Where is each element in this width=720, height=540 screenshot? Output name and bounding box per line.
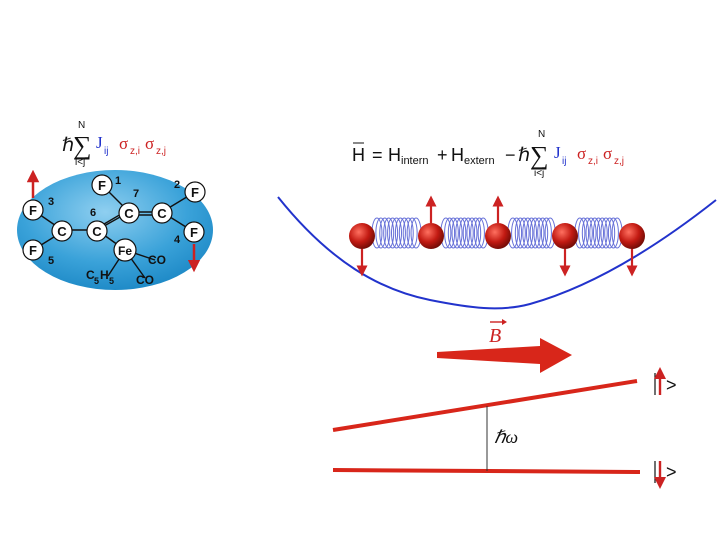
sigma-i-right: σ <box>577 144 586 163</box>
H-symbol: H <box>352 145 365 165</box>
site-number-3: 3 <box>48 196 54 208</box>
coupling-hamiltonian-left: ℏ ∑ N i<j J ij σ z,i σ z,j <box>62 120 166 168</box>
sum-upper-limit-right: N <box>538 129 545 140</box>
svg-text:5: 5 <box>94 276 99 286</box>
sigma-i-subscript-right: z,i <box>588 156 598 167</box>
svg-text:C: C <box>86 268 95 282</box>
coupling-J-subscript: ij <box>104 146 108 157</box>
CO-group-1: CO <box>148 253 166 267</box>
svg-text:CO: CO <box>148 253 166 267</box>
ket-down-bracket: > <box>666 462 677 482</box>
C-atom-7a: C <box>124 206 134 221</box>
magnetic-field-label: B <box>489 325 501 347</box>
svg-text:H: H <box>100 268 109 282</box>
sigma-j-right: σ <box>603 144 612 163</box>
CO-group-2: CO <box>136 273 154 287</box>
F-atom-5: F <box>29 243 37 258</box>
svg-text:CO: CO <box>136 273 154 287</box>
site-number-2: 2 <box>174 179 180 191</box>
site-number-1: 1 <box>115 175 121 187</box>
spring <box>440 217 489 249</box>
F-atom-1: F <box>98 178 106 193</box>
molecule-ellipse <box>17 170 213 290</box>
coupling-J-right: J <box>554 143 561 162</box>
spring <box>507 217 556 249</box>
spring <box>371 217 422 249</box>
sigma-i-subscript: z,i <box>130 146 140 157</box>
hbar-symbol: ℏ <box>62 135 74 156</box>
magnetic-field-arrow <box>437 338 572 373</box>
C-atom-a: C <box>57 224 67 239</box>
sum-lower-limit: i<j <box>75 157 85 168</box>
coupling-J: J <box>96 133 103 152</box>
site-number-4: 4 <box>174 234 181 246</box>
ion <box>485 223 511 249</box>
coupling-J-subscript-right: ij <box>562 156 566 167</box>
site-numbers: 1 2 3 4 5 6 7 <box>48 175 181 267</box>
carbon-atoms: C C C C <box>51 202 173 242</box>
spring <box>574 217 623 249</box>
sum-symbol: ∑ <box>73 131 92 160</box>
site-number-6: 6 <box>90 207 96 219</box>
sum-lower-limit-right: i<j <box>534 168 544 179</box>
field-vector-arrowhead <box>502 319 507 325</box>
ket-up-bracket: > <box>666 375 677 395</box>
sigma-j-subscript: z,j <box>156 146 166 157</box>
lower-state-ket: > <box>654 461 677 489</box>
ion <box>552 223 578 249</box>
H-intern-subscript: intern <box>401 155 429 167</box>
full-hamiltonian-right: H = H intern + H extern − ℏ ∑ N i<j J ij… <box>352 129 624 179</box>
plus-sign: + <box>437 145 448 165</box>
molecule-illustration: F F F F F C C C C Fe CO CO <box>17 169 213 290</box>
C-atom-7b: C <box>157 206 167 221</box>
minus-sign: − <box>505 145 516 165</box>
ion <box>619 223 645 249</box>
F-atom-2: F <box>191 185 199 200</box>
sigma-j-subscript-right: z,j <box>614 156 624 167</box>
fluorine-atoms: F F F F F <box>22 174 206 261</box>
sigma-i: σ <box>119 134 128 153</box>
sum-upper-limit: N <box>78 120 85 131</box>
energy-gap-label: ℏω <box>494 427 518 447</box>
sum-symbol-right: ∑ <box>530 141 549 170</box>
trap-potential-curve <box>277 196 717 310</box>
site-number-7: 7 <box>133 188 139 200</box>
C-atom-6: C <box>92 224 102 239</box>
ion <box>418 223 444 249</box>
F-atom-4: F <box>190 225 198 240</box>
upper-state-ket: > <box>654 367 677 395</box>
F-atom-3: F <box>29 203 37 218</box>
svg-text:5: 5 <box>109 276 114 286</box>
equals-sign: = <box>372 145 383 165</box>
H-intern: H <box>388 145 401 165</box>
H-extern: H <box>451 145 464 165</box>
upper-energy-level <box>332 379 638 432</box>
sigma-j: σ <box>145 134 154 153</box>
H-extern-subscript: extern <box>464 155 495 167</box>
Fe-atom: Fe <box>118 244 132 258</box>
site-number-5: 5 <box>48 255 54 267</box>
ion <box>349 223 375 249</box>
hbar-symbol-right: ℏ <box>518 145 530 166</box>
trapped-ion-chain <box>349 195 645 277</box>
cyclopentadienyl-label: C 5 H 5 <box>86 268 114 286</box>
